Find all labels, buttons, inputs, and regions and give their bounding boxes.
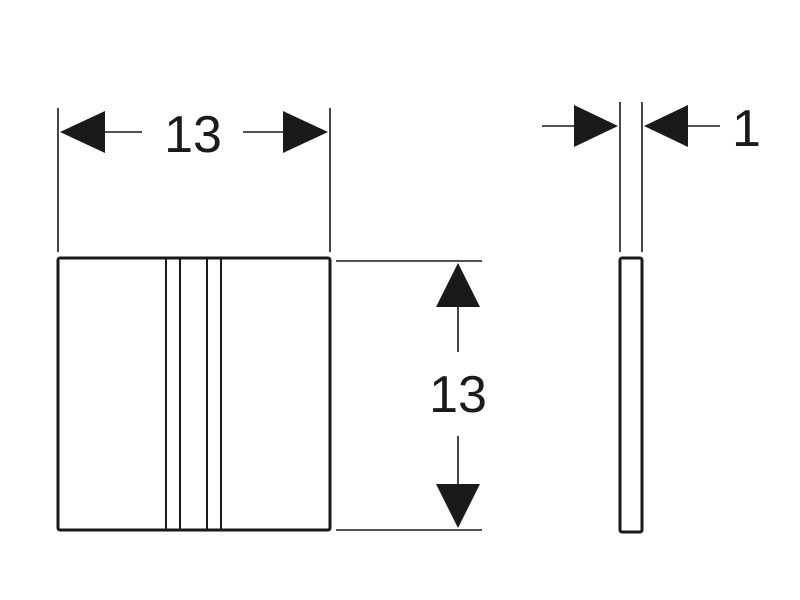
depth-dimension: 1 <box>542 100 761 252</box>
width-arrow-left <box>60 111 105 153</box>
front-plate-outline <box>56 256 332 532</box>
height-arrow-up <box>436 263 480 307</box>
height-value: 13 <box>429 366 487 424</box>
depth-arrow-left <box>644 105 688 147</box>
width-dimension: 13 <box>57 106 331 252</box>
depth-value: 1 <box>732 100 761 158</box>
width-value: 13 <box>164 106 222 164</box>
side-plate-outline <box>618 256 644 534</box>
side-view <box>618 256 644 534</box>
depth-arrow-right <box>574 105 618 147</box>
height-dimension: 13 <box>336 260 487 531</box>
width-arrow-right <box>283 111 328 153</box>
front-view <box>56 256 332 532</box>
height-arrow-down <box>436 484 480 528</box>
